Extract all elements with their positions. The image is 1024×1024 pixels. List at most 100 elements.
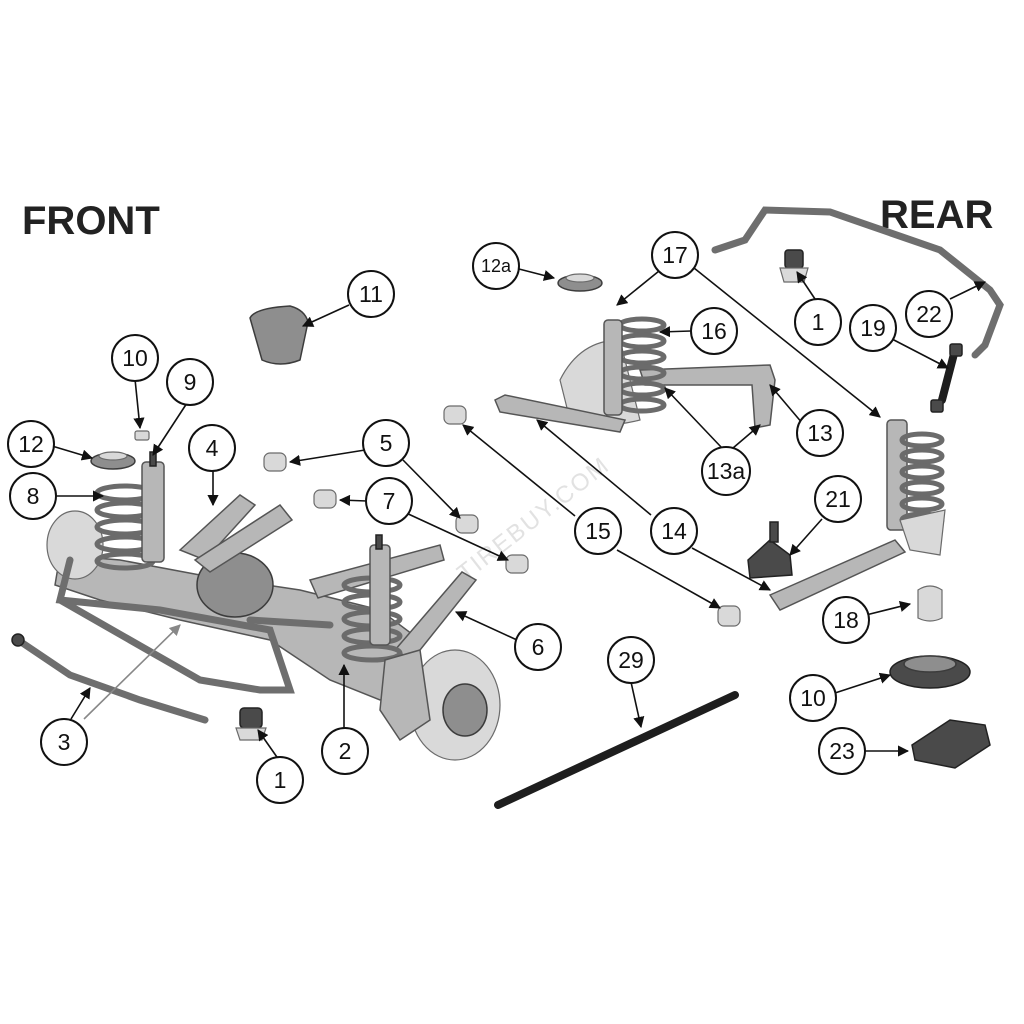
callout-3: 3	[40, 718, 88, 766]
callout-21-label: 21	[825, 486, 851, 512]
bushing-7a	[313, 489, 337, 509]
spring-isolator-12-top	[98, 451, 128, 461]
leader-lines	[51, 263, 987, 761]
callout-11: 11	[347, 270, 395, 318]
rear-right-backing-plate	[899, 509, 946, 556]
front-upper-control-arm-left	[178, 494, 257, 561]
callout-10-rear-label: 10	[800, 685, 826, 711]
callout-19: 19	[849, 304, 897, 352]
callout-19-label: 19	[860, 315, 886, 341]
callout-1-front-label: 1	[274, 767, 287, 793]
callout-14-label: 14	[661, 518, 687, 544]
callout-5-label: 5	[380, 430, 393, 456]
callout-16-label: 16	[701, 318, 727, 344]
callout-5: 5	[362, 419, 410, 467]
rear-lower-control-arm-left	[494, 394, 627, 433]
shock-bushing-10	[134, 430, 150, 441]
sway-bar-end-link-19-top	[949, 343, 963, 357]
callout-14: 14	[650, 507, 698, 555]
rear-right-coil-spring	[899, 431, 945, 529]
spring-isolator-12a-top	[565, 273, 595, 283]
front-stabilizer-link	[14, 636, 209, 724]
sway-bar-bushing-front	[239, 707, 263, 729]
callout-2: 2	[321, 727, 369, 775]
bushing-5b	[455, 514, 479, 534]
sway-bar-end-link-19-bottom	[930, 399, 944, 413]
spring-isolator-10-rear-top	[903, 655, 957, 673]
callout-13-label: 13	[807, 420, 833, 446]
callout-8: 8	[9, 472, 57, 520]
callout-10-front-label: 10	[122, 345, 148, 371]
front-sway-bar	[55, 556, 295, 694]
bushing-15b	[717, 605, 741, 627]
callout-1-rear: 1	[794, 298, 842, 346]
callout-18: 18	[822, 596, 870, 644]
callout-7-label: 7	[383, 488, 396, 514]
callout-10-front: 10	[111, 334, 159, 382]
front-track-bar-link	[246, 616, 334, 629]
callout-15-label: 15	[585, 518, 611, 544]
callout-12a: 12a	[472, 242, 520, 290]
callout-8-label: 8	[27, 483, 40, 509]
callout-2-label: 2	[339, 738, 352, 764]
rear-lower-control-arm-right	[768, 539, 907, 611]
callout-22: 22	[905, 290, 953, 338]
callout-29: 29	[607, 636, 655, 684]
bump-stop-18	[917, 585, 943, 622]
track-bar-bracket-21	[747, 539, 793, 579]
front-heading: FRONT	[22, 199, 160, 243]
callout-13a-label: 13a	[707, 458, 746, 484]
front-knuckle	[379, 649, 431, 742]
callout-17: 17	[651, 231, 699, 279]
track-bar-bracket-21-stud	[769, 521, 779, 543]
callout-9: 9	[166, 358, 214, 406]
front-left-shock	[141, 461, 165, 563]
front-upper-control-arm-left-2	[193, 504, 294, 573]
bushing-15a	[443, 405, 467, 425]
rear-sway-bar	[711, 206, 1004, 359]
callout-11-label: 11	[359, 281, 383, 307]
bushing-5a	[263, 452, 287, 472]
callout-4: 4	[188, 424, 236, 472]
callout-16: 16	[690, 307, 738, 355]
callout-23-label: 23	[829, 738, 855, 764]
front-right-shock-stud	[375, 534, 383, 550]
rear-heading: REAR	[880, 193, 993, 237]
callout-17-label: 17	[662, 242, 688, 268]
callout-1-front: 1	[256, 756, 304, 804]
rear-axle-assembly	[494, 206, 1004, 611]
front-stabilizer-link-end	[11, 633, 25, 647]
callout-23: 23	[818, 727, 866, 775]
callout-21: 21	[814, 475, 862, 523]
callout-22-label: 22	[916, 301, 942, 327]
track-bar-29	[494, 691, 739, 809]
callout-7: 7	[365, 477, 413, 525]
spring-spacer-23	[911, 719, 991, 769]
callout-3-label: 3	[58, 729, 71, 755]
callout-12: 12	[7, 420, 55, 468]
callout-29-label: 29	[618, 647, 644, 673]
sway-bar-bracket-rear	[779, 267, 809, 283]
callout-13a: 13a	[701, 446, 751, 496]
front-right-hub	[442, 683, 488, 737]
front-axle-assembly	[46, 451, 501, 761]
callout-12a-label: 12a	[481, 256, 512, 276]
front-right-shock	[369, 544, 391, 646]
callout-18-label: 18	[833, 607, 859, 633]
bushing-7b	[505, 554, 529, 574]
sway-bar-end-link-19	[938, 346, 959, 404]
rear-left-shock	[603, 319, 623, 416]
callout-6: 6	[514, 623, 562, 671]
callout-6-label: 6	[532, 634, 545, 660]
callout-13: 13	[796, 409, 844, 457]
callout-9-label: 9	[184, 369, 197, 395]
callout-1-rear-label: 1	[812, 309, 825, 335]
callout-4-label: 4	[206, 435, 219, 461]
callout-10-rear: 10	[789, 674, 837, 722]
callout-15: 15	[574, 507, 622, 555]
bump-stop-11	[249, 305, 309, 365]
callout-12-label: 12	[18, 431, 44, 457]
sway-bar-bushing-rear	[784, 249, 804, 269]
